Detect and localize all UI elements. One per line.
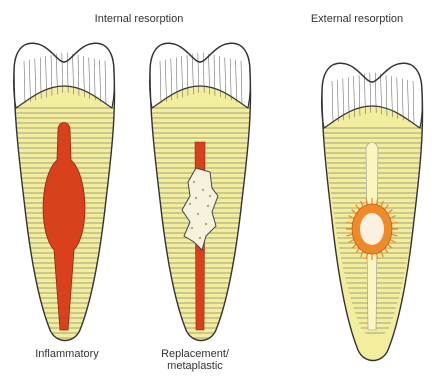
caption-replacement-metaplastic: Replacement/ metaplastic bbox=[140, 348, 250, 372]
header-internal-resorption: Internal resorption bbox=[44, 13, 234, 25]
tooth-external-resorption bbox=[317, 58, 428, 361]
header-external-resorption: External resorption bbox=[272, 13, 442, 25]
tooth-replacement-metaplastic bbox=[145, 38, 256, 341]
caption-replacement-line1: Replacement/ bbox=[140, 348, 250, 360]
caption-replacement-line2: metaplastic bbox=[140, 360, 250, 372]
defect-center bbox=[360, 213, 384, 245]
tooth-inflammatory bbox=[9, 38, 120, 341]
caption-inflammatory: Inflammatory bbox=[12, 348, 122, 360]
